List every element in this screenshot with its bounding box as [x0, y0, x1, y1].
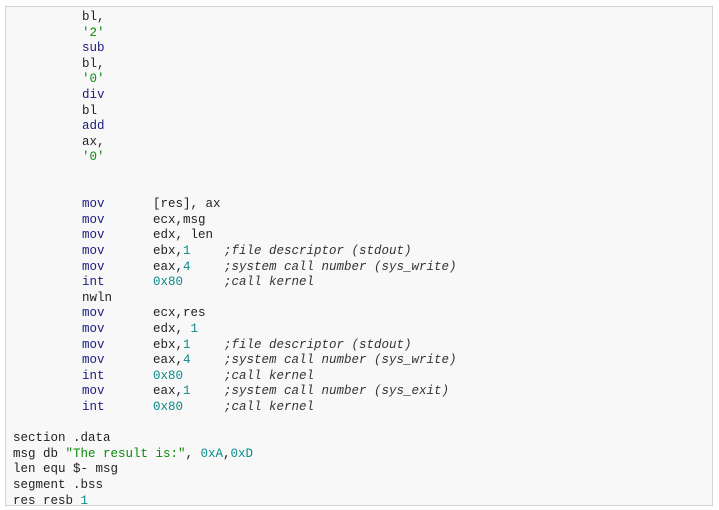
code-token: int: [82, 400, 105, 414]
code-line: section .data: [6, 431, 712, 446]
code-token: '0': [82, 72, 105, 87]
code-token: mov: [82, 337, 105, 352]
code-token: '0': [82, 150, 105, 165]
code-token: len equ $- msg: [13, 462, 119, 477]
code-line: int 0x80 ;call kernel: [6, 369, 712, 384]
code-token: 0x80: [153, 400, 184, 414]
code-token: ecx,msg: [153, 212, 206, 227]
code-line: mov ecx,res: [6, 306, 712, 321]
code-token: "The result is:": [65, 446, 186, 461]
code-line: mov ecx,msg: [6, 213, 712, 228]
code-token: 0xD: [230, 446, 254, 461]
code-line: bl: [6, 104, 712, 119]
code-line: len equ $- msg: [6, 462, 712, 477]
code-line: ax,: [6, 135, 712, 150]
code-token: add: [82, 119, 105, 134]
code-token: mov: [82, 259, 105, 274]
code-token: ,: [185, 446, 201, 461]
code-token: int: [82, 275, 105, 290]
code-token: ecx,res: [153, 306, 206, 321]
code-token: ;file descriptor (stdout): [224, 244, 412, 258]
code-token: ;system call number (sys_write): [224, 259, 457, 274]
code-token: 1: [190, 322, 199, 336]
code-token: segment .bss: [13, 478, 104, 492]
code-token: ebx,: [153, 244, 184, 258]
code-token: eax,: [153, 259, 184, 274]
code-token: mov: [82, 306, 105, 321]
code-line: mov ebx,1 ;file descriptor (stdout): [6, 338, 712, 353]
code-line: mov eax,4 ;system call number (sys_write): [6, 260, 712, 275]
code-line: '0': [6, 150, 712, 165]
code-token: edx, len: [153, 228, 214, 243]
code-token: ;system call number (sys_write): [224, 353, 457, 368]
code-line: [6, 166, 712, 181]
code-line: [6, 416, 712, 431]
code-line: res resb 1: [6, 493, 712, 506]
code-token: mov: [82, 197, 105, 212]
code-token: mov: [82, 212, 105, 227]
code-token: res resb: [13, 493, 81, 506]
code-token: 1: [80, 493, 89, 506]
code-line: div: [6, 88, 712, 103]
code-token: ebx,: [153, 337, 184, 352]
code-line: msg db "The result is:", 0xA,0xD: [6, 447, 712, 462]
code-line: bl,: [6, 57, 712, 72]
code-line: int 0x80 ;call kernel: [6, 400, 712, 415]
code-line: '2': [6, 26, 712, 41]
code-line: mov [res], ax: [6, 197, 712, 212]
code-token: mov: [82, 384, 105, 399]
code-token: msg db: [13, 446, 66, 461]
code-token: 1: [183, 384, 191, 399]
code-token: int: [82, 368, 105, 383]
code-token: section .data: [13, 431, 111, 446]
code-token: edx,: [153, 322, 191, 336]
code-token: [res], ax: [153, 197, 221, 212]
code-token: 0x80: [153, 368, 184, 383]
code-token: 4: [183, 353, 191, 368]
code-token: 0x80: [153, 275, 184, 290]
code-token: 1: [183, 337, 191, 352]
code-token: nwln: [82, 290, 113, 305]
code-token: bl: [82, 103, 98, 118]
code-token: mov: [82, 322, 105, 336]
code-line: mov edx, len: [6, 228, 712, 243]
code-line: add: [6, 119, 712, 134]
code-token: '2': [82, 25, 105, 40]
code-line: mov ebx,1 ;file descriptor (stdout): [6, 244, 712, 259]
code-token: eax,: [153, 384, 184, 399]
code-line: sub: [6, 41, 712, 56]
code-token: ;call kernel: [224, 368, 315, 383]
code-token: mov: [82, 244, 105, 258]
code-token: ,: [223, 446, 231, 461]
code-line: mov edx, 1: [6, 322, 712, 337]
code-token: bl,: [82, 56, 105, 71]
code-token: ;call kernel: [224, 400, 315, 414]
code-token: eax,: [153, 353, 184, 368]
code-token: mov: [82, 353, 105, 368]
code-line: segment .bss: [6, 478, 712, 493]
code-token: sub: [82, 41, 105, 56]
code-token: 0xA: [200, 446, 224, 461]
code-line: bl,: [6, 10, 712, 25]
code-line: mov eax,1 ;system call number (sys_exit): [6, 384, 712, 399]
code-token: ;call kernel: [224, 275, 315, 290]
code-token: ;system call number (sys_exit): [224, 384, 450, 399]
code-token: ax,: [82, 134, 105, 149]
code-token: 4: [183, 259, 191, 274]
code-line: '0': [6, 72, 712, 87]
code-line: [6, 182, 712, 197]
code-token: div: [82, 88, 105, 102]
code-token: 1: [183, 244, 191, 258]
code-token: ;file descriptor (stdout): [224, 337, 412, 352]
code-token: mov: [82, 228, 105, 243]
code-line: int 0x80 ;call kernel: [6, 275, 712, 290]
code-line: nwln: [6, 291, 712, 306]
code-line: mov eax,4 ;system call number (sys_write): [6, 353, 712, 368]
code-token: bl,: [82, 10, 105, 24]
